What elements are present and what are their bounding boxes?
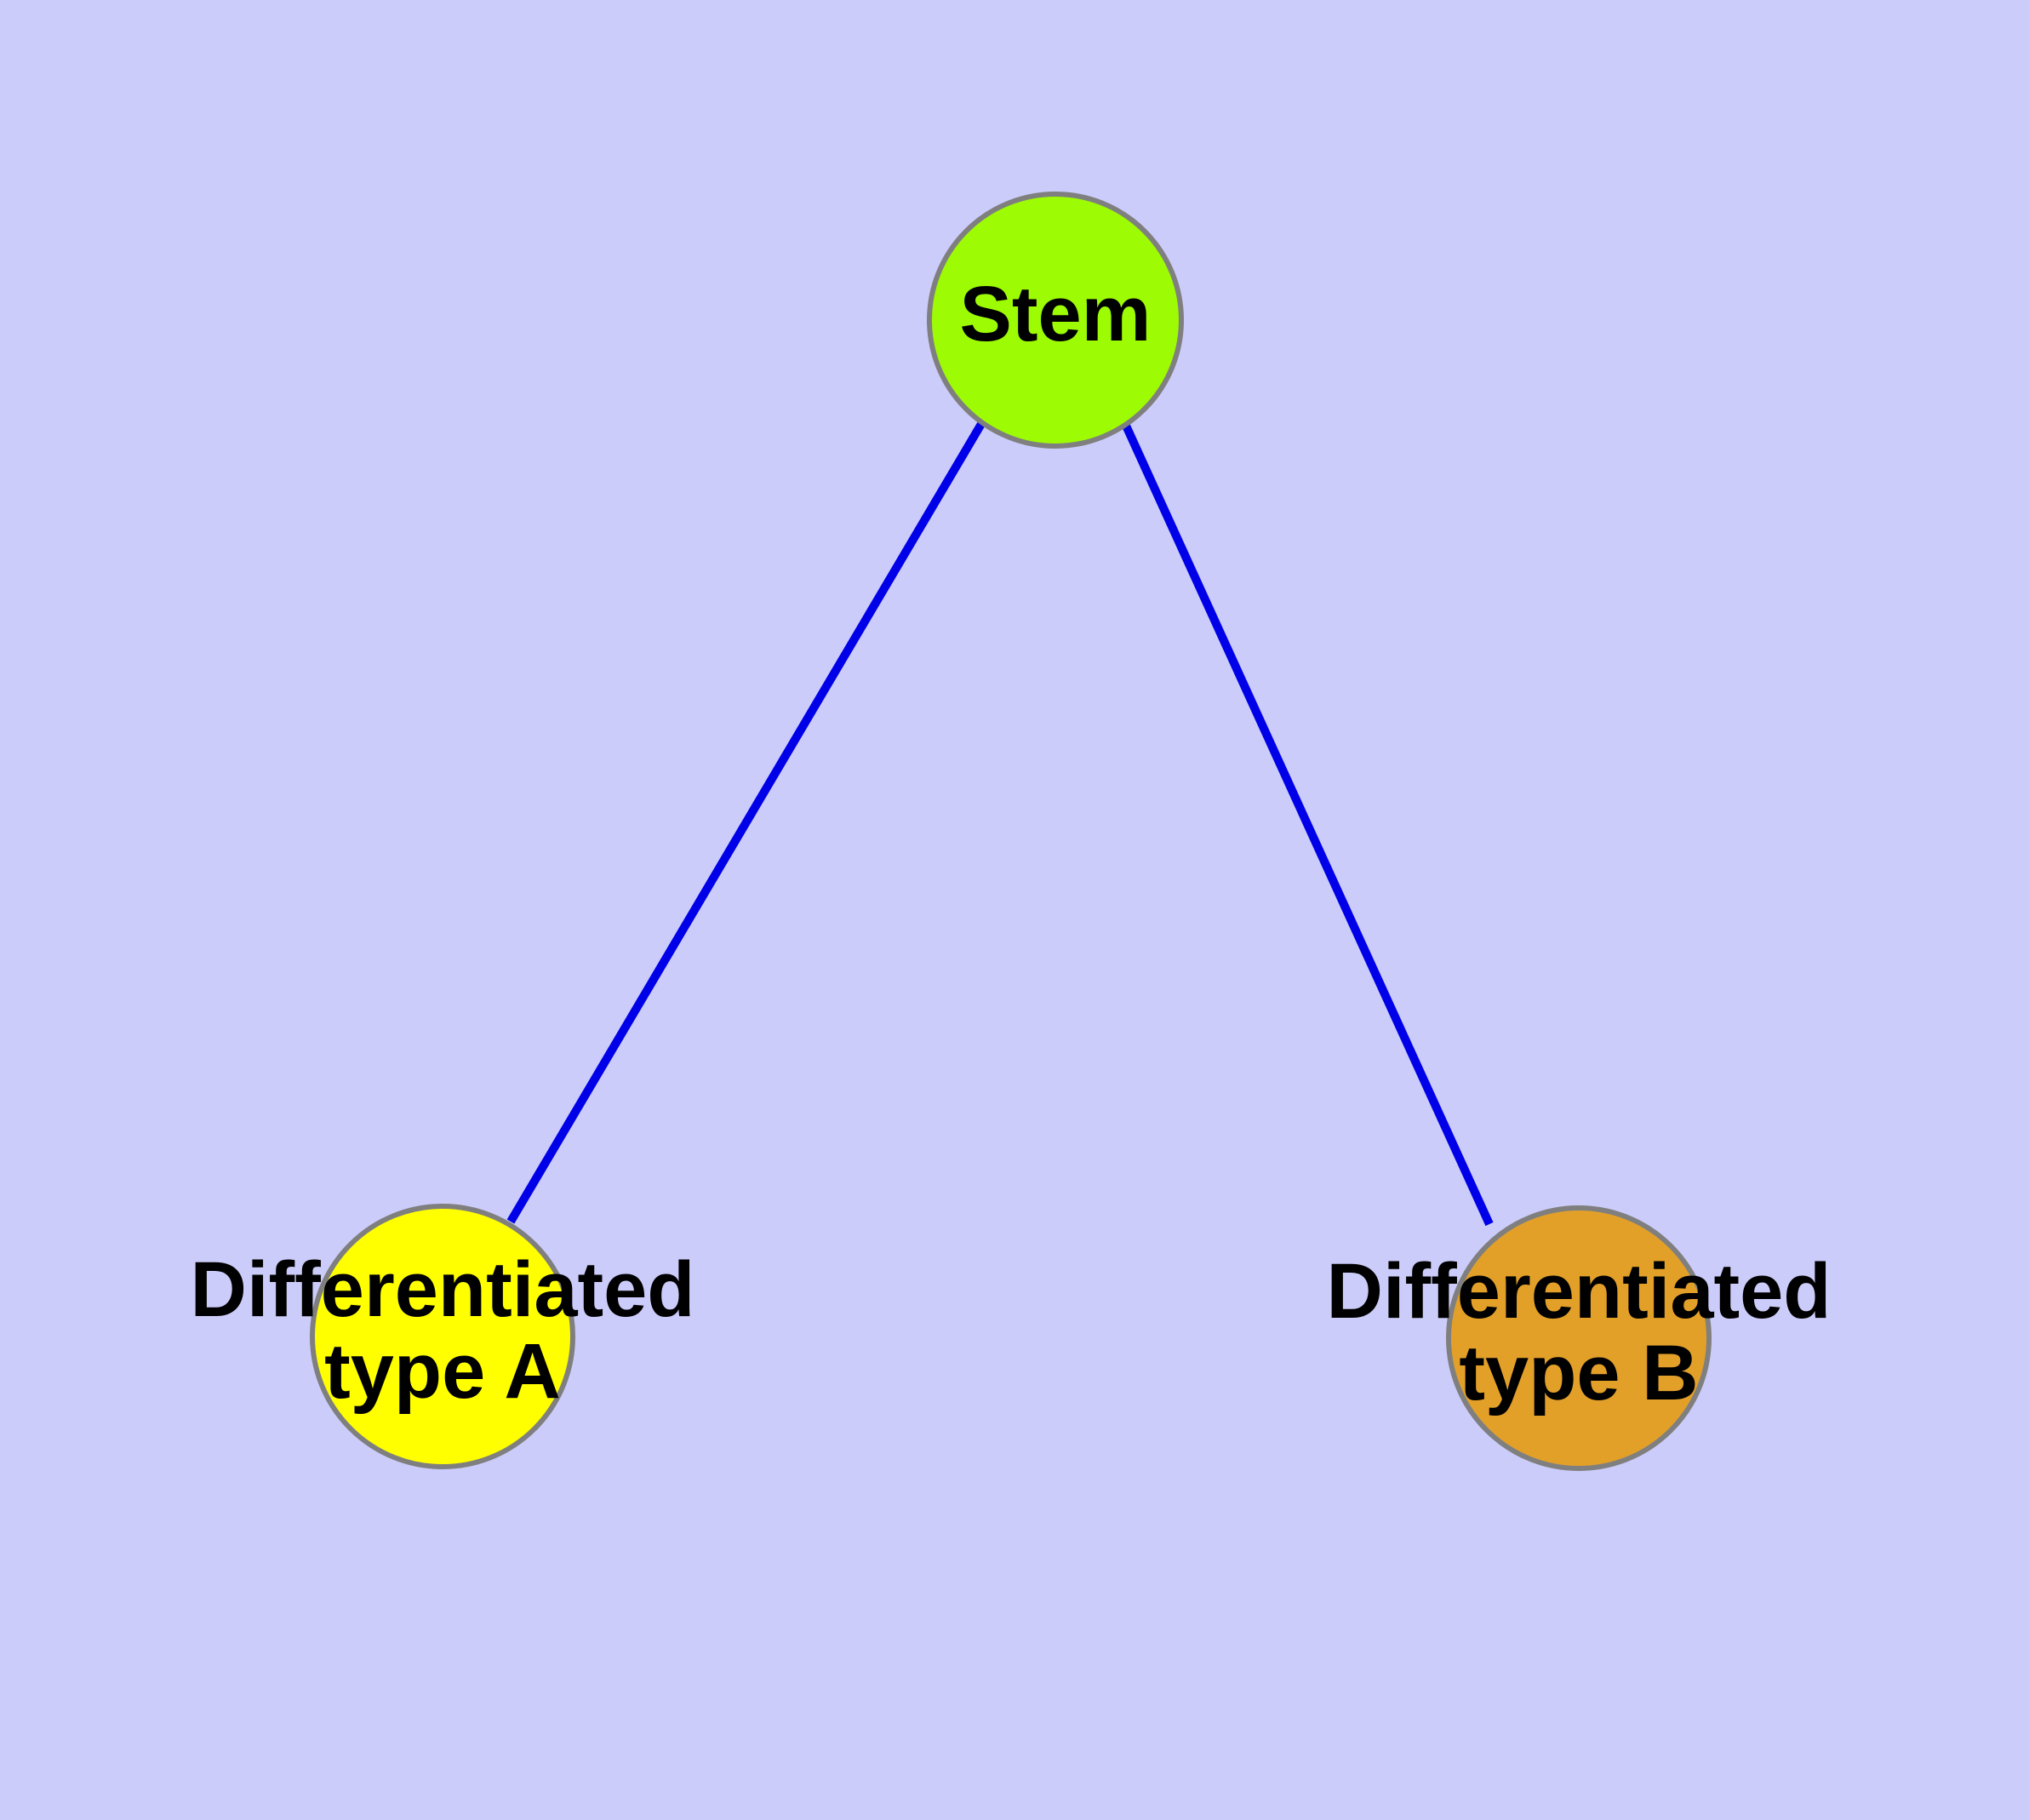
edge-stem-to-diff-b[interactable] [1122,423,1494,1227]
edges-layer [506,421,1494,1227]
nodes-layer [310,192,1712,1471]
edge-stem-to-diff-a[interactable] [506,421,986,1224]
label-line: Differentiated [1327,1248,1832,1335]
label-line: type B [1459,1330,1698,1417]
label-line: Differentiated [191,1246,695,1333]
node-differentiated-type-b[interactable] [1446,1205,1712,1471]
node-stem[interactable] [927,192,1184,449]
node-label-stem: Stem [960,271,1152,358]
node-differentiated-type-a[interactable] [310,1204,575,1469]
label-line: type A [324,1328,561,1415]
label-line: Stem [960,271,1152,358]
